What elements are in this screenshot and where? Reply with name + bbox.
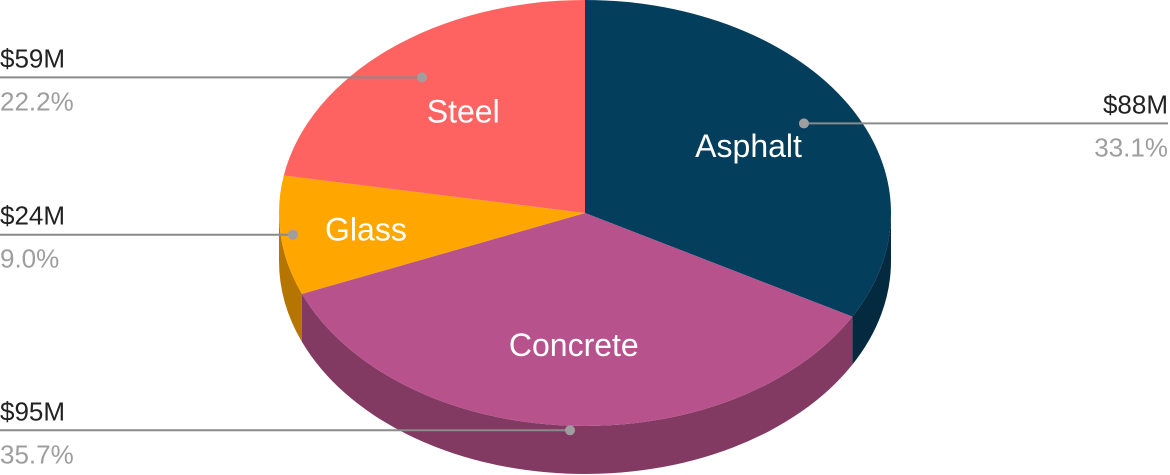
percent-label-concrete: 35.7% bbox=[0, 439, 74, 469]
slice-steel bbox=[283, 0, 585, 213]
pie-slices bbox=[279, 0, 891, 427]
slice-side-glass bbox=[279, 213, 302, 342]
callouts: $88M 33.1% $95M 35.7% $24M 9.0% $59M 22.2% bbox=[0, 43, 1168, 469]
slice-label-concrete: Concrete bbox=[509, 327, 639, 363]
slice-label-glass: Glass bbox=[325, 211, 407, 247]
value-label-glass: $24M bbox=[0, 201, 65, 231]
slice-label-asphalt: Asphalt bbox=[695, 128, 802, 164]
pie-sides bbox=[279, 213, 892, 475]
percent-label-glass: 9.0% bbox=[0, 244, 59, 274]
value-label-concrete: $95M bbox=[0, 396, 65, 426]
value-label-asphalt: $88M bbox=[1103, 89, 1168, 119]
slice-side-asphalt bbox=[852, 213, 892, 365]
slice-side-concrete bbox=[301, 293, 853, 475]
percent-label-asphalt: 33.1% bbox=[1094, 132, 1168, 162]
slice-label-steel: Steel bbox=[427, 94, 500, 130]
percent-label-steel: 22.2% bbox=[0, 86, 74, 116]
slice-asphalt bbox=[585, 0, 891, 317]
slice-glass bbox=[279, 175, 585, 294]
leader-dot-concrete bbox=[565, 425, 576, 436]
slice-concrete bbox=[301, 213, 853, 427]
leader-dot-steel bbox=[417, 72, 428, 83]
leader-dot-glass bbox=[287, 229, 298, 240]
leader-dot-asphalt bbox=[798, 118, 809, 129]
value-label-steel: $59M bbox=[0, 43, 65, 73]
